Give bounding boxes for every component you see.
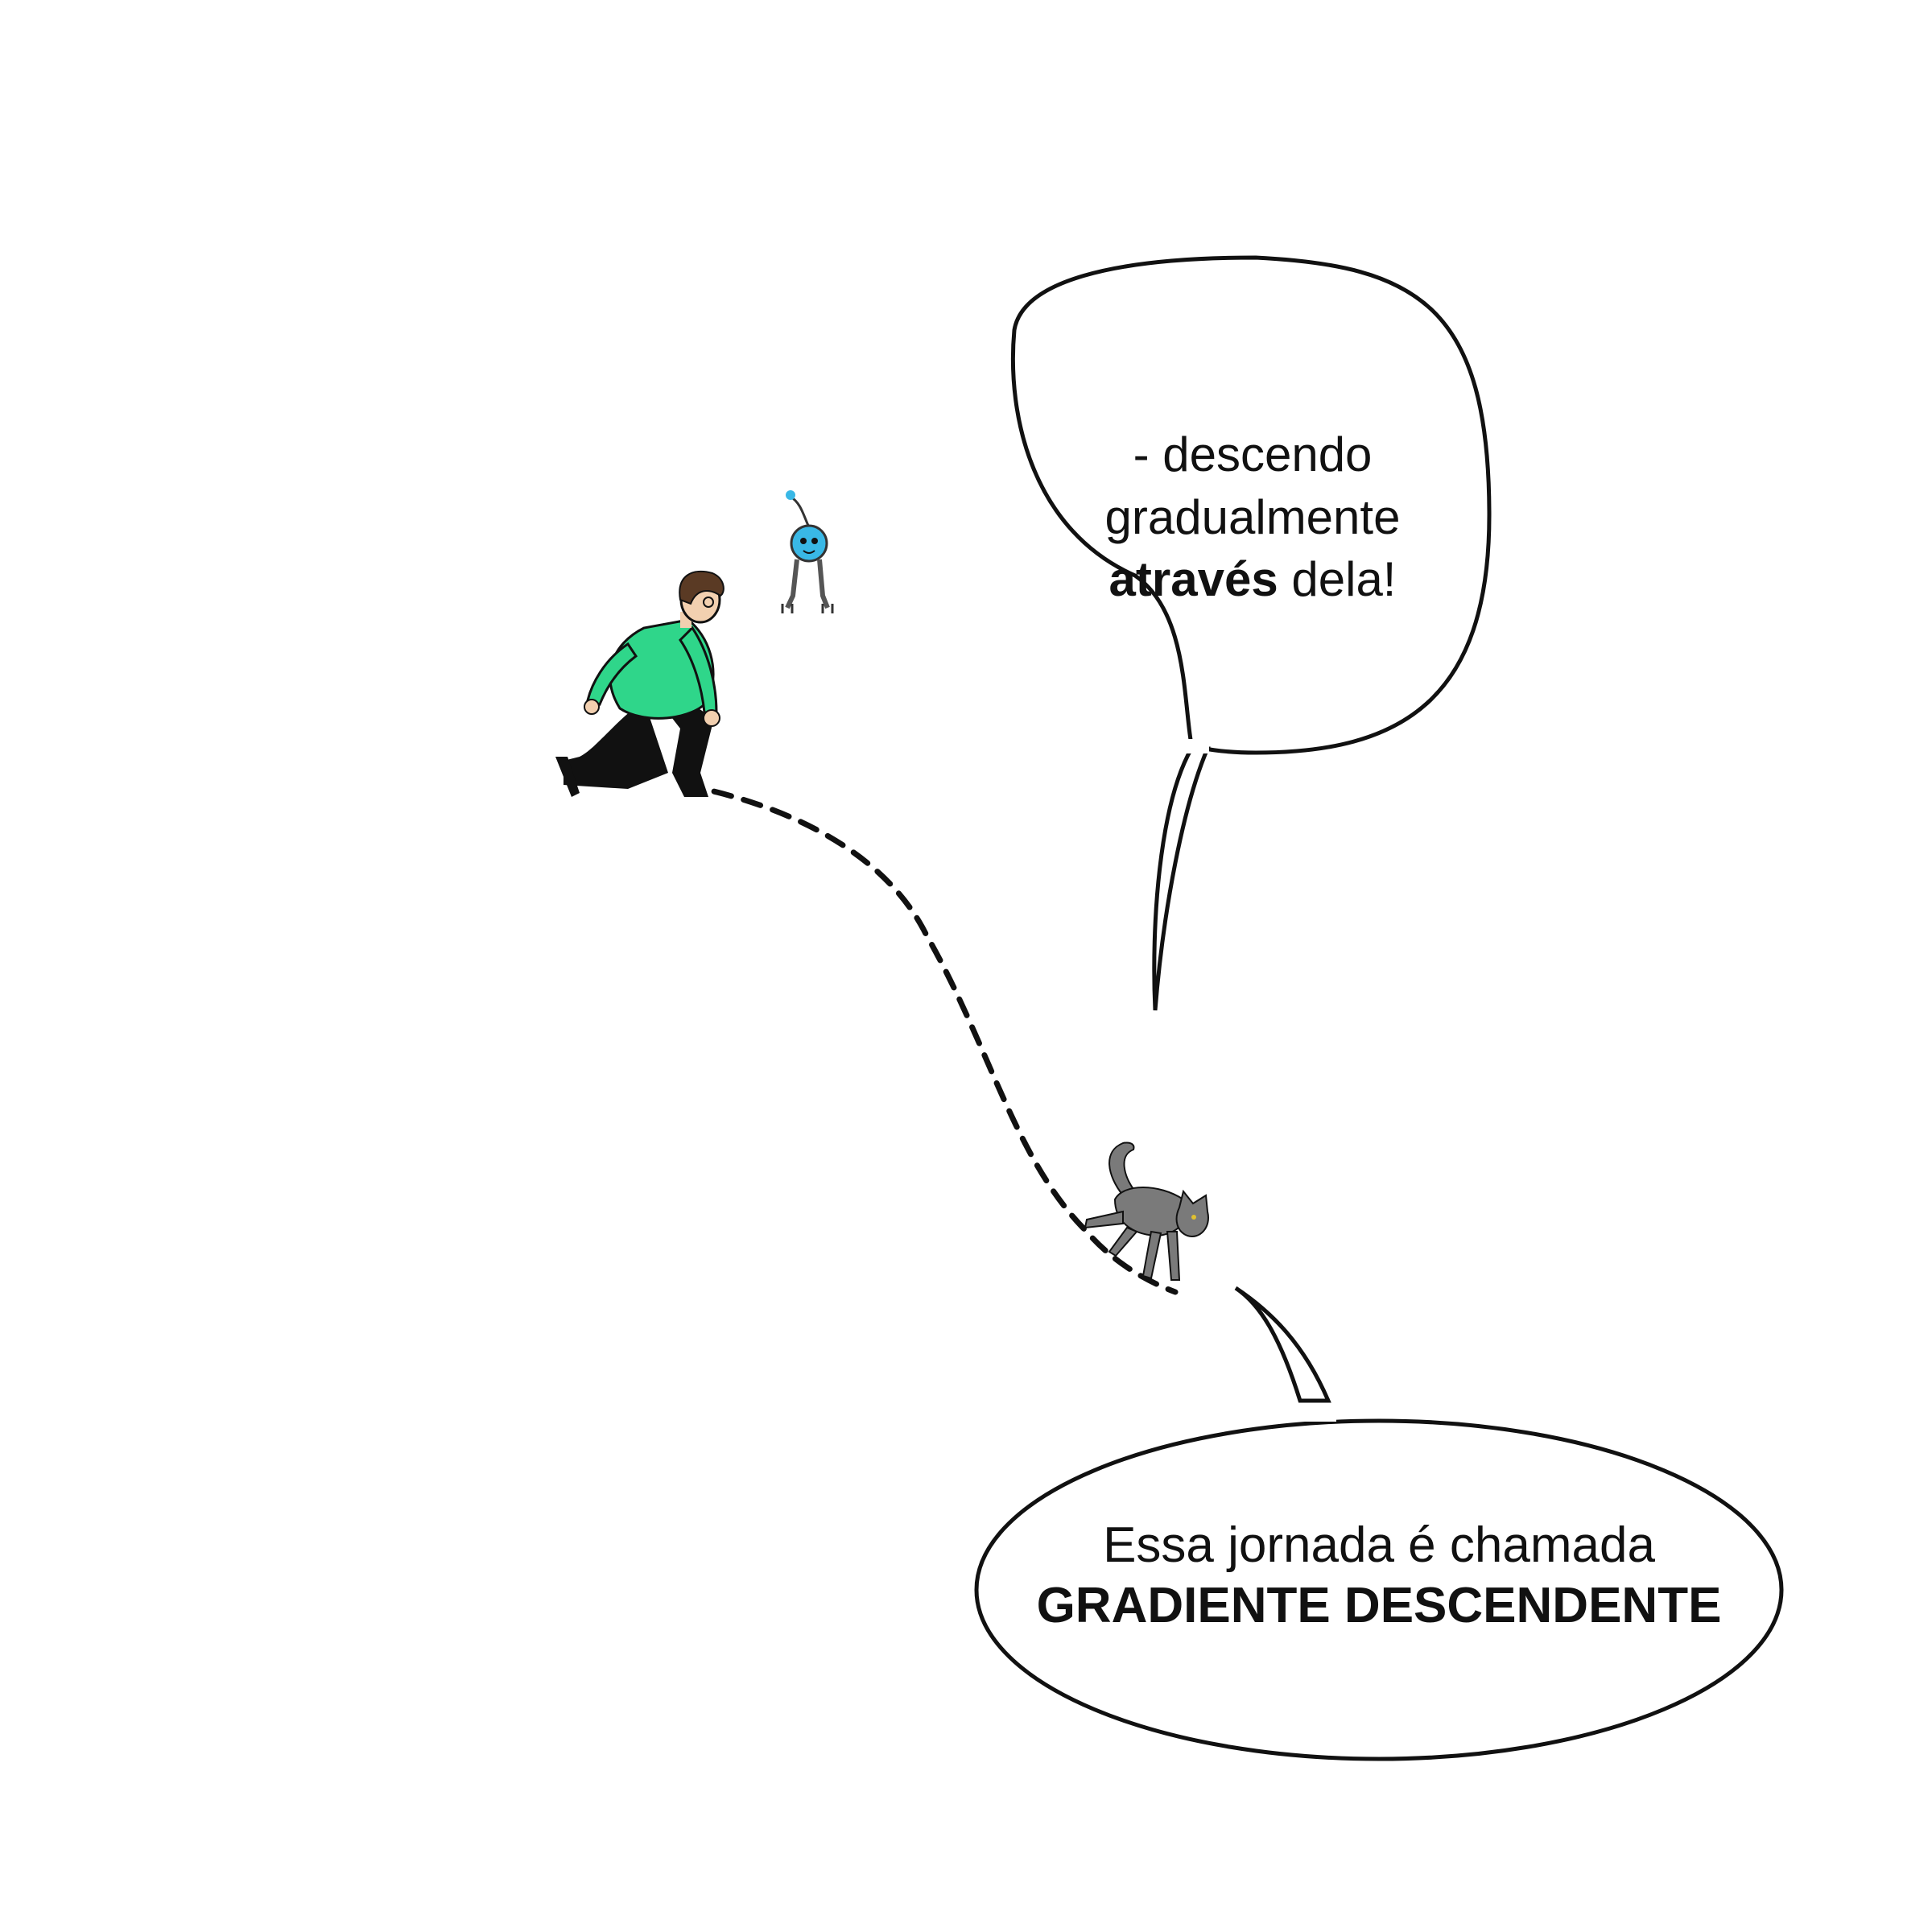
bubble-top-line2: gradualmente <box>1105 490 1401 544</box>
person-crouching <box>555 570 724 797</box>
robot-drone <box>781 490 834 613</box>
bubble-top-line1: - descendo <box>1133 427 1373 481</box>
speech-bubble-top: - descendo gradualmente através dela! <box>1010 255 1492 1011</box>
bubble-tail-top <box>1152 746 1211 1011</box>
descent-path <box>681 782 1179 1295</box>
bubble-top-line3: através dela! <box>1109 552 1397 606</box>
bubble-tail-bottom <box>1234 1286 1331 1403</box>
cat <box>1084 1141 1209 1281</box>
bubble-bottom-line2: GRADIENTE DESCENDENTE <box>1037 1578 1722 1633</box>
bubble-top-line3-rest: dela! <box>1278 552 1397 606</box>
bubble-top-line3-bold: através <box>1109 552 1278 606</box>
bubble-bottom-line1: Essa jornada é chamada <box>1103 1517 1655 1573</box>
speech-bubble-bottom: Essa jornada é chamada GRADIENTE DESCEND… <box>974 1286 1784 1761</box>
